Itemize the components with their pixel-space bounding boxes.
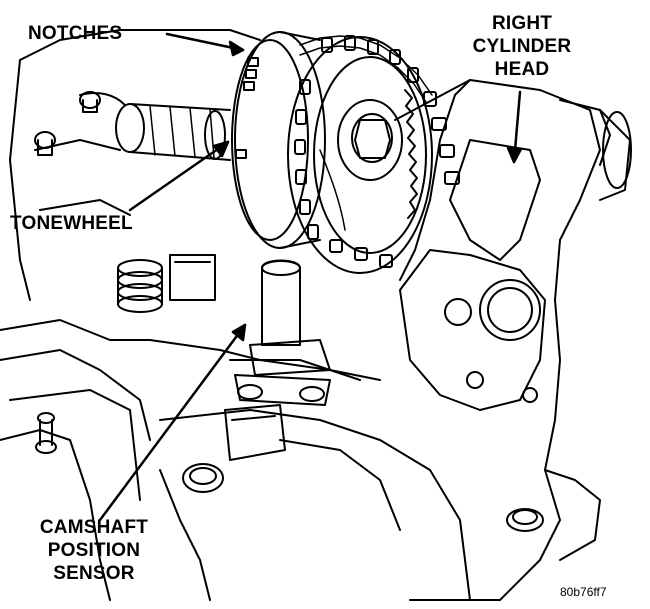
camshaft-position-sensor-label-line: SENSOR	[53, 563, 135, 584]
notch-mark	[245, 69, 257, 79]
notches-label: NOTCHES	[28, 23, 123, 44]
valve-spring	[117, 254, 216, 313]
cylinder-head-casting	[394, 79, 632, 601]
camshaft-position-sensor-label-line: CAMSHAFT	[39, 517, 149, 538]
right-cylinder-head-label-line: RIGHT	[491, 13, 553, 34]
leader-lines	[98, 32, 523, 522]
notch-mark	[247, 57, 259, 67]
right-cylinder-head-label-line: CYLINDER	[472, 36, 572, 57]
figure-code: 80b76ff7	[560, 585, 607, 599]
tonewheel	[231, 31, 326, 249]
engine-block-left	[0, 29, 471, 601]
camshaft	[79, 92, 231, 161]
tonewheel-label: TONEWHEEL	[10, 213, 133, 234]
right-cylinder-head-label: RIGHT CYLINDER HEAD	[452, 12, 592, 81]
notch-mark	[235, 149, 247, 159]
camshaft-position-sensor	[224, 259, 331, 461]
right-cylinder-head-label-line: HEAD	[494, 59, 550, 80]
timing-sprocket	[287, 35, 460, 274]
camshaft-position-sensor-label: CAMSHAFT POSITION SENSOR	[14, 516, 174, 585]
notch-mark	[243, 81, 255, 91]
camshaft-position-sensor-label-line: POSITION	[47, 540, 141, 561]
